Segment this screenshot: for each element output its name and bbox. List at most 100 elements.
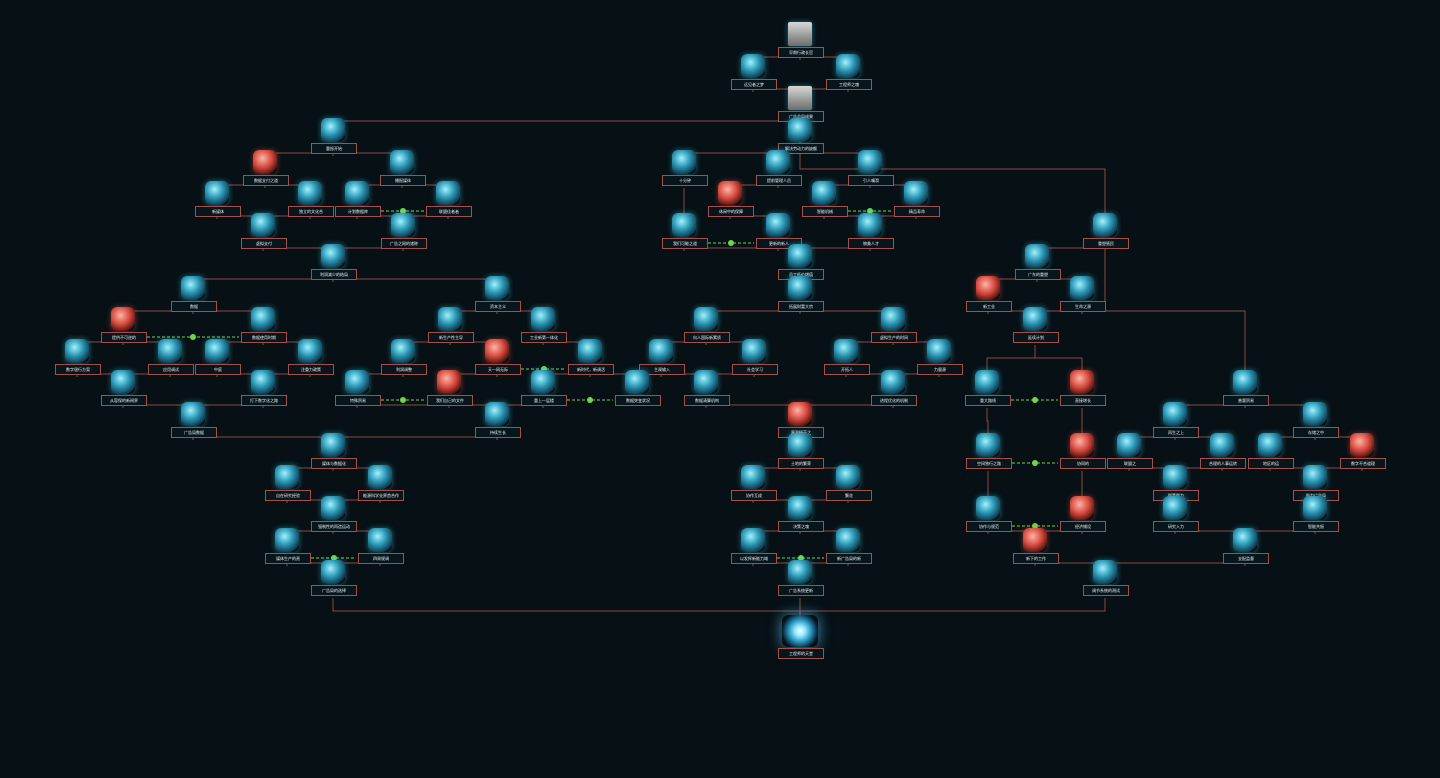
tree-link <box>332 276 498 282</box>
focus-node[interactable]: 四周规调 <box>358 528 404 572</box>
focus-node[interactable]: 特殊贸易 <box>335 370 381 414</box>
focus-node[interactable]: 数据使用时期 <box>241 307 287 351</box>
focus-node[interactable]: 地区的运 <box>1248 433 1294 477</box>
focus-node[interactable]: 媒体生产的责 <box>265 528 311 572</box>
focus-node[interactable]: 再生之上 <box>1153 402 1199 446</box>
focus-node[interactable]: 新下的工作 <box>1013 528 1059 572</box>
focus-node[interactable]: 经济铺设 <box>1060 496 1106 540</box>
focus-node[interactable]: 拓展财富大宗 <box>778 276 824 320</box>
focus-node[interactable]: 直接增长 <box>1060 370 1106 414</box>
focus-node[interactable]: 重大路线 <box>965 370 1011 414</box>
focus-node[interactable]: 新生产性主导 <box>428 307 474 351</box>
focus-node[interactable]: 注重力政策 <box>288 339 334 383</box>
focus-node[interactable]: 空间独行之路 <box>966 433 1012 477</box>
focus-node[interactable]: 广告之网的诸称 <box>381 213 427 257</box>
focus-node[interactable]: 解决劳动力的缺额 <box>778 118 824 162</box>
focus-label: 利润调整 <box>381 364 427 375</box>
focus-node[interactable]: 土地的繁荣 <box>778 433 824 477</box>
focus-node[interactable]: 繁花 <box>826 465 872 509</box>
focus-node[interactable]: 能源科学业界首合作 <box>358 465 404 509</box>
focus-node[interactable]: 数据支付之道 <box>243 150 289 194</box>
focus-node[interactable]: 协同的 <box>1060 433 1106 477</box>
focus-node[interactable]: 力量源 <box>917 339 963 383</box>
focus-node[interactable]: 决策之魂 <box>778 496 824 540</box>
focus-node[interactable]: 协作与规范 <box>966 496 1012 540</box>
focus-label: 计划数据库 <box>335 206 381 217</box>
focus-node[interactable]: 延续计划 <box>1013 307 1059 351</box>
focus-node[interactable]: 广告局数据 <box>171 402 217 446</box>
focus-node[interactable]: 智能机械 <box>802 181 848 225</box>
focus-node[interactable]: 新媒体 <box>195 181 241 225</box>
target-icon <box>1350 433 1374 457</box>
focus-node[interactable]: 新广告局的新 <box>826 528 872 572</box>
focus-node[interactable]: 新时代，新调活 <box>568 339 614 383</box>
focus-node[interactable]: 我们自己的文件 <box>427 370 473 414</box>
focus-node[interactable]: 远见者之梦 <box>731 54 777 98</box>
focus-node[interactable]: 数据清算机构 <box>684 370 730 414</box>
focus-node[interactable]: 以发挥新能力域 <box>731 528 777 572</box>
focus-node[interactable]: 重塑殖民 <box>1083 213 1129 257</box>
focus-node[interactable]: 精品寿命 <box>894 181 940 225</box>
focus-node[interactable]: 播报媒体 <box>380 150 426 194</box>
focus-node[interactable]: 自在研究经验 <box>265 465 311 509</box>
focus-node[interactable]: 广东的重塑 <box>1015 244 1061 288</box>
focus-node[interactable]: 计划数据库 <box>335 181 381 225</box>
focus-node[interactable]: 提供不可逆的 <box>101 307 147 351</box>
focus-node[interactable]: 主观输入 <box>639 339 685 383</box>
wings-icon <box>788 560 812 584</box>
focus-node[interactable]: 客观精英之 <box>778 402 824 446</box>
focus-node[interactable]: 资本主义 <box>475 276 521 320</box>
focus-node[interactable]: 天一网无际 <box>475 339 521 383</box>
focus-node[interactable]: 工程师的天堂 <box>778 615 824 667</box>
focus-node[interactable]: 从容保的新闻界 <box>101 370 147 414</box>
focus-node[interactable]: 利润调整 <box>381 339 427 383</box>
focus-node[interactable]: 联盟佳者者 <box>426 181 472 225</box>
focus-node[interactable]: 生命之源 <box>1060 276 1106 320</box>
focus-node[interactable]: 支配监督 <box>1223 528 1269 572</box>
focus-node[interactable]: 利润减少的结局 <box>311 244 357 288</box>
focus-node[interactable]: 中庭 <box>195 339 241 383</box>
focus-node[interactable]: 物美人才 <box>848 213 894 257</box>
focus-node[interactable]: 进程优化的机制 <box>871 370 917 414</box>
focus-node[interactable]: 广告系统更新 <box>778 560 824 604</box>
focus-node[interactable]: 开拓人 <box>824 339 870 383</box>
focus-node[interactable]: 广告总局成果 <box>778 86 824 130</box>
focus-node[interactable]: 持续生长 <box>475 402 521 446</box>
focus-node[interactable]: 研究入力 <box>1153 496 1199 540</box>
focus-node[interactable]: 数据 <box>171 276 217 320</box>
satellite-icon <box>181 276 205 300</box>
focus-node[interactable]: 联盟之 <box>1107 433 1153 477</box>
focus-node[interactable]: 强制性的再造运动 <box>311 496 357 540</box>
focus-node[interactable]: 我们可能之道 <box>662 213 708 257</box>
focus-node[interactable]: 广告局的选择 <box>311 560 357 604</box>
focus-node[interactable]: 工程师之魂 <box>826 54 872 98</box>
focus-node[interactable]: 应用调试 <box>148 339 194 383</box>
focus-node[interactable]: 十分钟 <box>662 150 708 194</box>
focus-node[interactable]: 打下数字化之路 <box>241 370 287 414</box>
focus-node[interactable]: 早期行政长官 <box>778 22 824 66</box>
focus-node[interactable]: 合理的人事运转 <box>1200 433 1246 477</box>
focus-node[interactable]: 协作互成 <box>731 465 777 509</box>
focus-node[interactable]: 数字银行方案 <box>55 339 101 383</box>
focus-node[interactable]: 提前管理人员 <box>756 150 802 194</box>
focus-node[interactable]: 虚拟支付 <box>241 213 287 257</box>
focus-node[interactable]: 引人嘴滑 <box>848 150 894 194</box>
focus-node[interactable]: 调节系统的测试 <box>1083 560 1129 604</box>
focus-node[interactable]: 媒体与数据化 <box>311 433 357 477</box>
focus-node[interactable]: 数字不合道理 <box>1340 433 1386 477</box>
focus-label: 智能共振 <box>1293 521 1339 532</box>
focus-node[interactable]: 普惠贸易 <box>1223 370 1269 414</box>
focus-node[interactable]: 重上一层楼 <box>521 370 567 414</box>
focus-node[interactable]: 重振开始 <box>311 118 357 162</box>
focus-node[interactable]: 存储之中 <box>1293 402 1339 446</box>
focus-node[interactable]: 虚拟生产的时间 <box>871 307 917 351</box>
focus-node[interactable]: 数据突变状况 <box>615 370 661 414</box>
focus-node[interactable]: 新工业 <box>966 276 1012 320</box>
focus-node[interactable]: 社会学习 <box>732 339 778 383</box>
focus-node[interactable]: 智能共振 <box>1293 496 1339 540</box>
focus-node[interactable]: 更新的新人 <box>756 213 802 257</box>
focus-node[interactable]: 向人国际新素质 <box>684 307 730 351</box>
focus-node[interactable]: 工业新第一体化 <box>521 307 567 351</box>
focus-node[interactable]: 独立的文化合 <box>288 181 334 225</box>
focus-node[interactable]: 休闲中的保障 <box>708 181 754 225</box>
